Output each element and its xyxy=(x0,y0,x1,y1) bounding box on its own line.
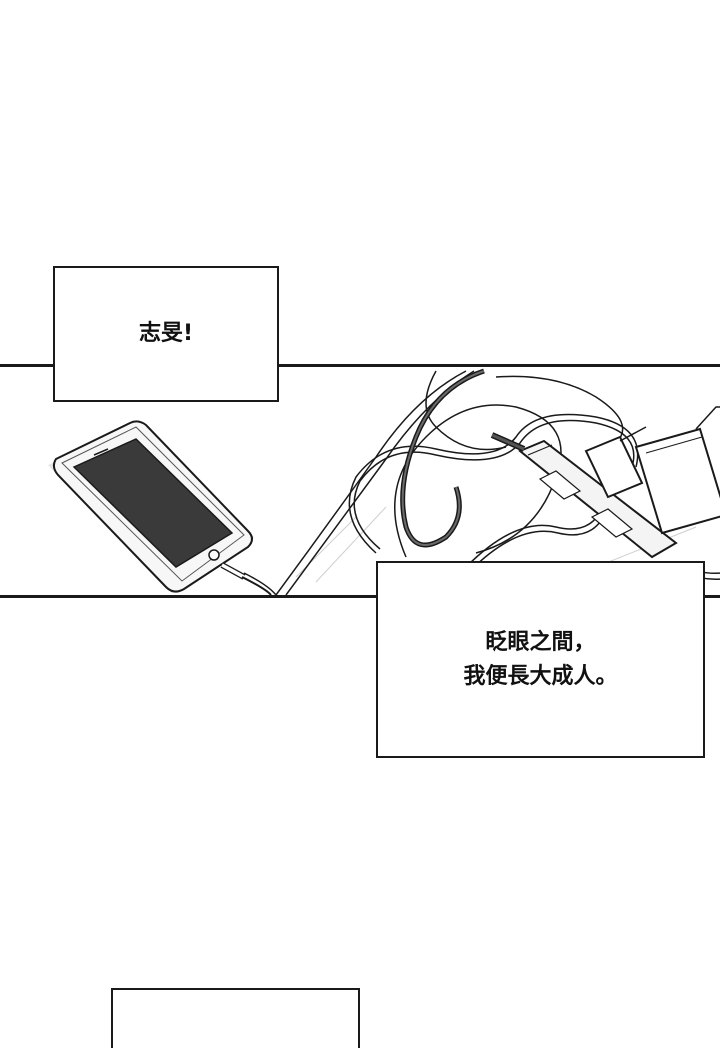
comic-page: 志旻! 眨眼之間， 我便長大成人。 xyxy=(0,266,720,1048)
caption-text-1: 志旻! xyxy=(138,321,194,346)
phone-charging-panel xyxy=(0,364,720,598)
charging-cable-icon xyxy=(220,562,277,595)
power-strip-icon xyxy=(490,432,678,559)
caption-text-2: 眨眼之間， 我便長大成人。 xyxy=(463,629,618,689)
tangled-cables xyxy=(275,370,639,595)
caption-box-1: 志旻! xyxy=(53,266,279,402)
caption-box-2: 眨眼之間， 我便長大成人。 xyxy=(376,561,705,758)
phone-charging-illustration xyxy=(48,368,720,595)
caption-box-3 xyxy=(111,988,360,1048)
power-adapter-icon xyxy=(584,406,720,535)
dark-cable xyxy=(400,368,485,548)
smartphone-icon xyxy=(48,420,254,593)
